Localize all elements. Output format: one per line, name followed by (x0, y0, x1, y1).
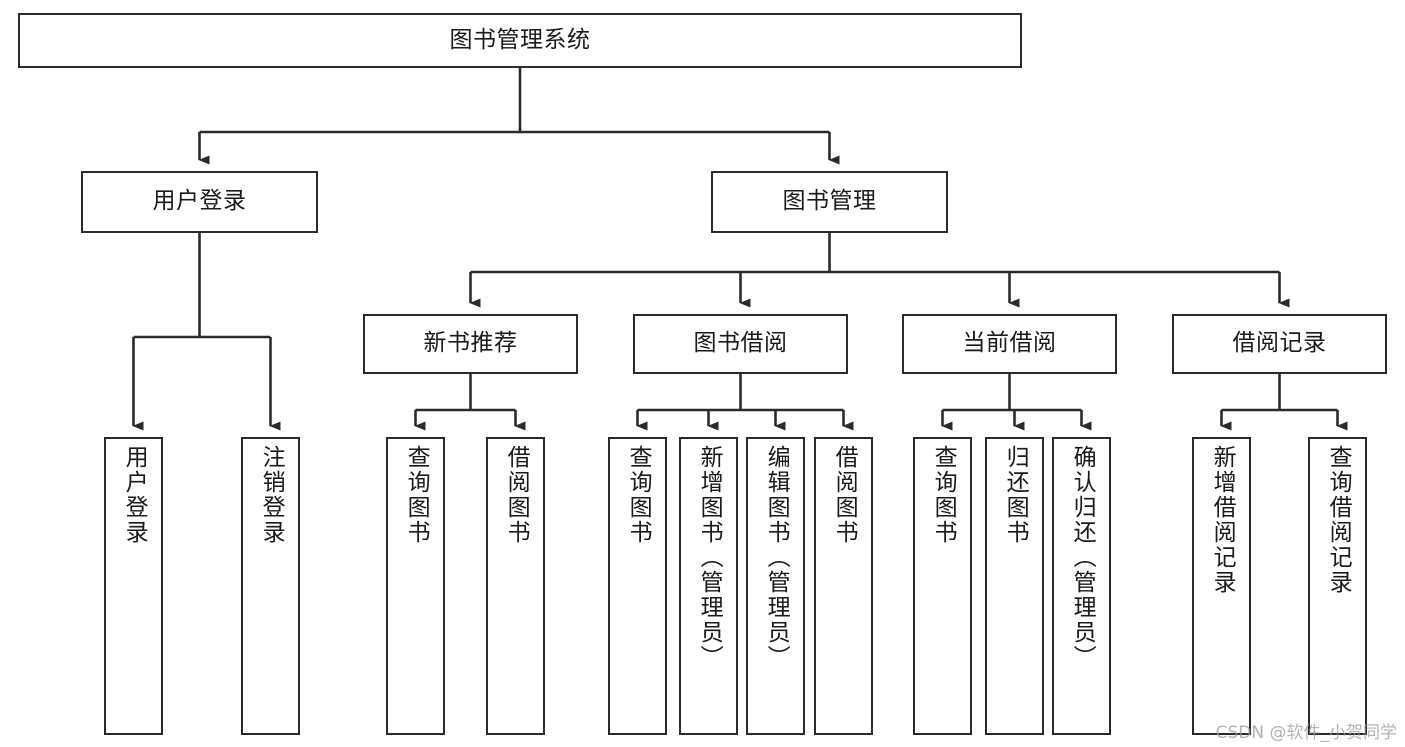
node-borrow-record-label: 借阅记录 (1232, 330, 1327, 357)
node-leaf-query-book-borrow[interactable]: 查询图书 (608, 437, 667, 735)
node-leaf-user-login-label: 用户登录 (121, 445, 148, 545)
node-leaf-borrow-book[interactable]: 借阅图书 (814, 437, 873, 735)
node-leaf-query-book-recommend-label: 查询图书 (403, 445, 430, 545)
node-leaf-query-borrow-record-label: 查询借阅记录 (1325, 445, 1352, 595)
node-leaf-add-borrow-record-label: 新增借阅记录 (1209, 445, 1236, 595)
node-borrow-record[interactable]: 借阅记录 (1172, 314, 1387, 374)
node-leaf-return-book[interactable]: 归还图书 (985, 437, 1044, 735)
node-root-label: 图书管理系统 (449, 26, 591, 53)
node-root[interactable]: 图书管理系统 (18, 13, 1022, 68)
node-user-login-label: 用户登录 (152, 188, 247, 215)
node-leaf-borrow-book-recommend[interactable]: 借阅图书 (486, 437, 545, 735)
node-leaf-confirm-return-admin-label: 确认归还（管理员） (1069, 445, 1096, 670)
node-leaf-confirm-return-admin[interactable]: 确认归还（管理员） (1052, 437, 1111, 735)
node-leaf-return-book-label: 归还图书 (1002, 445, 1029, 545)
node-book-borrow-label: 图书借阅 (693, 330, 788, 357)
node-leaf-query-book-recommend[interactable]: 查询图书 (386, 437, 445, 735)
node-leaf-add-book-admin[interactable]: 新增图书（管理员） (679, 437, 738, 735)
node-leaf-logout-login-label: 注销登录 (258, 445, 285, 545)
node-leaf-user-login[interactable]: 用户登录 (104, 437, 163, 735)
node-leaf-logout-login[interactable]: 注销登录 (241, 437, 300, 735)
node-leaf-borrow-book-recommend-label: 借阅图书 (503, 445, 530, 545)
node-book-borrow[interactable]: 图书借阅 (633, 314, 848, 374)
node-new-book-recommend[interactable]: 新书推荐 (363, 314, 578, 374)
node-leaf-edit-book-admin-label: 编辑图书（管理员） (763, 445, 790, 670)
node-leaf-query-book-current-label: 查询图书 (930, 445, 957, 545)
node-current-borrow-label: 当前借阅 (962, 330, 1057, 357)
node-leaf-query-book-borrow-label: 查询图书 (625, 445, 652, 545)
node-leaf-add-book-admin-label: 新增图书（管理员） (696, 445, 723, 670)
node-leaf-borrow-book-label: 借阅图书 (831, 445, 858, 545)
node-leaf-query-book-current[interactable]: 查询图书 (913, 437, 972, 735)
node-new-book-recommend-label: 新书推荐 (423, 330, 518, 357)
node-user-login[interactable]: 用户登录 (81, 171, 318, 233)
watermark-text: CSDN @软件_小贺同学 (1215, 723, 1397, 743)
node-book-management-label: 图书管理 (782, 188, 877, 215)
node-current-borrow[interactable]: 当前借阅 (902, 314, 1117, 374)
node-book-management[interactable]: 图书管理 (711, 171, 948, 233)
node-leaf-add-borrow-record[interactable]: 新增借阅记录 (1192, 437, 1251, 735)
node-leaf-query-borrow-record[interactable]: 查询借阅记录 (1308, 437, 1367, 735)
node-leaf-edit-book-admin[interactable]: 编辑图书（管理员） (746, 437, 805, 735)
